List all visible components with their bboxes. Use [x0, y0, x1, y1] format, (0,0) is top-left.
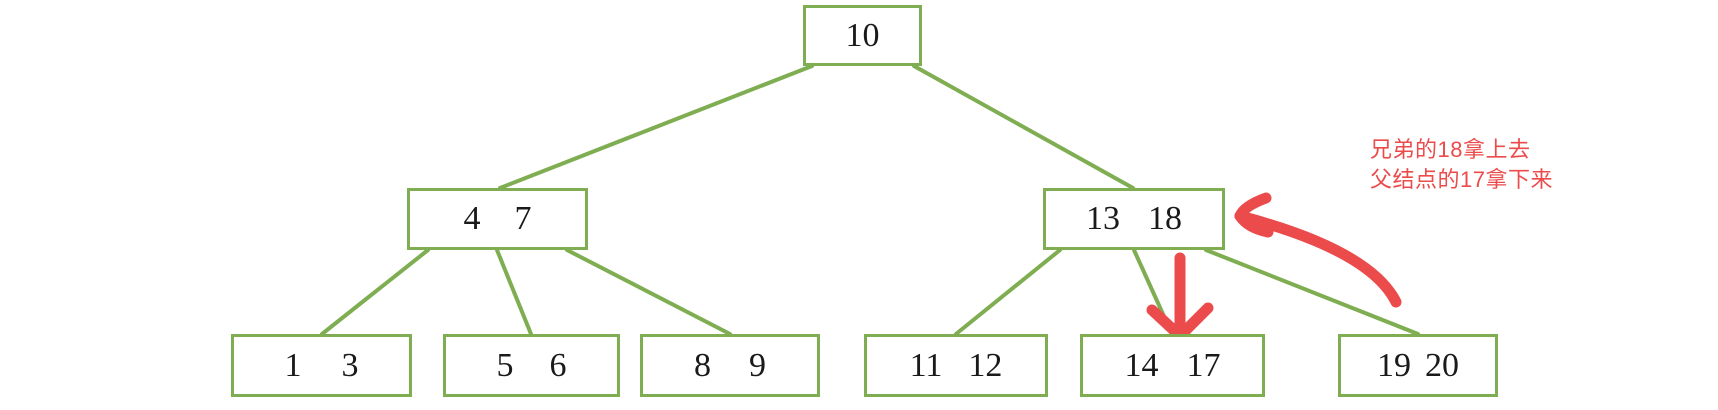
edge-root-to-left-internal	[498, 64, 814, 190]
node-leaf-4[interactable]: 11 12	[864, 334, 1048, 397]
key-right-internal-1: 18	[1148, 200, 1182, 237]
node-leaf-5[interactable]: 14 17	[1080, 334, 1265, 397]
node-leaf-2[interactable]: 5 6	[443, 334, 620, 397]
key-leaf-3-1: 9	[749, 346, 766, 384]
key-root-0: 10	[845, 16, 880, 54]
node-leaf-6-keys: 19 20	[1377, 346, 1459, 384]
key-leaf-2-1: 6	[549, 346, 567, 384]
node-leaf-3-keys: 8 9	[694, 346, 766, 384]
key-leaf-4-1: 12	[968, 346, 1003, 384]
key-leaf-6-0: 19	[1377, 346, 1411, 384]
key-left-internal-0: 4	[463, 200, 481, 237]
edge-right-internal-to-leaf-4	[954, 248, 1062, 336]
curved-arrow-head-lower	[1234, 210, 1274, 238]
key-left-internal-1: 7	[514, 200, 532, 237]
key-leaf-4-0: 11	[909, 346, 943, 384]
edge-root-to-right-internal	[912, 64, 1135, 190]
node-leaf-1[interactable]: 1 3	[231, 334, 412, 397]
node-leaf-4-keys: 11 12	[909, 346, 1003, 384]
edge-left-internal-to-leaf-2	[495, 248, 533, 336]
node-leaf-6[interactable]: 19 20	[1338, 334, 1498, 397]
node-leaf-5-keys: 14 17	[1124, 346, 1221, 384]
key-leaf-6-1: 20	[1425, 346, 1459, 384]
key-leaf-1-1: 3	[341, 346, 359, 384]
key-leaf-5-0: 14	[1124, 346, 1159, 384]
annotation-text: 兄弟的18拿上去 父结点的17拿下来	[1370, 135, 1553, 194]
down-arrow-head-left	[1146, 304, 1186, 342]
annotation-line-2: 父结点的17拿下来	[1370, 166, 1553, 192]
node-root[interactable]: 10	[803, 5, 922, 66]
node-left-internal-keys: 4 7	[464, 202, 532, 236]
key-right-internal-0: 13	[1086, 200, 1120, 237]
node-right-internal-keys: 13 18	[1086, 202, 1182, 236]
edge-left-internal-to-leaf-3	[565, 248, 732, 336]
node-root-keys: 10	[845, 16, 880, 54]
edge-left-internal-to-leaf-1	[320, 248, 430, 336]
down-arrow-head-right	[1174, 302, 1214, 342]
node-leaf-1-keys: 1 3	[284, 346, 359, 384]
annotation-line-1: 兄弟的18拿上去	[1370, 137, 1531, 162]
node-leaf-2-keys: 5 6	[496, 346, 567, 384]
node-left-internal[interactable]: 4 7	[407, 188, 588, 250]
edge-right-internal-to-leaf-6	[1204, 248, 1420, 336]
curved-arrow-shaft	[1234, 210, 1402, 308]
key-leaf-1-0: 1	[284, 346, 302, 384]
key-leaf-2-0: 5	[496, 346, 514, 384]
key-leaf-5-1: 17	[1186, 346, 1221, 384]
node-right-internal[interactable]: 13 18	[1043, 188, 1225, 250]
node-leaf-3[interactable]: 8 9	[640, 334, 820, 397]
key-leaf-3-0: 8	[694, 346, 711, 384]
